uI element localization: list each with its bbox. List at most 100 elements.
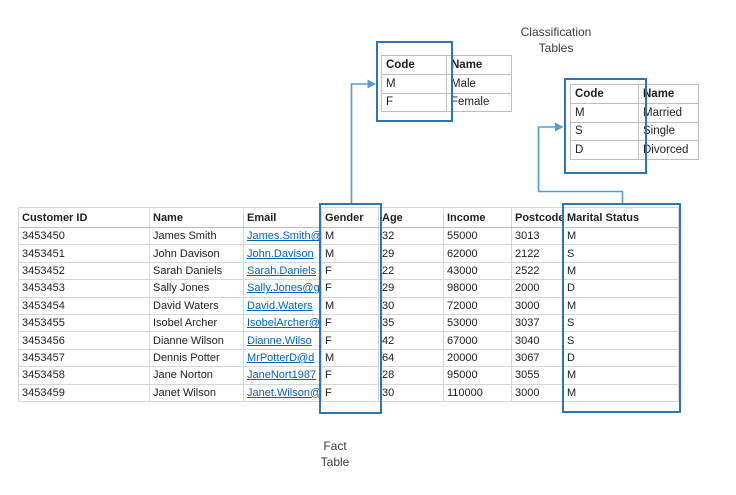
email-link[interactable]: Janet.Wilson@ bbox=[247, 386, 322, 399]
table-cell: 43000 bbox=[443, 261, 512, 281]
column-header: Code bbox=[381, 55, 447, 75]
column-header: Name bbox=[149, 207, 244, 228]
column-header: Code bbox=[570, 84, 639, 104]
fact-gender-column-callout bbox=[319, 203, 382, 414]
table-cell: 35 bbox=[378, 313, 444, 333]
table-cell: Jane Norton bbox=[149, 366, 244, 385]
table-cell: 95000 bbox=[443, 366, 512, 385]
column-header: Name bbox=[446, 55, 512, 75]
table-cell: 3453459 bbox=[18, 383, 150, 402]
table-cell: 28 bbox=[378, 366, 444, 385]
table-cell: 3453456 bbox=[18, 331, 150, 350]
marital-arrowhead-icon bbox=[555, 122, 564, 132]
table-cell: 2522 bbox=[511, 261, 564, 281]
table-cell: Sarah Daniels bbox=[149, 261, 244, 281]
table-cell: 72000 bbox=[443, 296, 512, 315]
email-link[interactable]: MrPotterD@d bbox=[247, 351, 315, 364]
column-header: Customer ID bbox=[18, 207, 150, 228]
table-cell: F bbox=[321, 383, 379, 402]
table-cell: Married bbox=[638, 103, 699, 123]
table-cell: 22 bbox=[378, 261, 444, 281]
table-cell: F bbox=[381, 92, 447, 112]
table-cell: Dennis Potter bbox=[149, 348, 244, 368]
table-cell: 67000 bbox=[443, 331, 512, 350]
email-cell: Sally.Jones@g bbox=[243, 279, 322, 298]
table-cell: 30 bbox=[378, 296, 444, 315]
fact-marital-status-column-callout bbox=[562, 203, 681, 413]
email-cell: Janet.Wilson@ bbox=[243, 383, 322, 402]
table-cell: Isobel Archer bbox=[149, 313, 244, 333]
table-cell: 3000 bbox=[511, 296, 564, 315]
email-link[interactable]: John.Davison bbox=[247, 247, 314, 260]
table-cell: 53000 bbox=[443, 313, 512, 333]
table-cell: Male bbox=[446, 74, 512, 94]
table-cell: 3453453 bbox=[18, 279, 150, 298]
column-header: Name bbox=[638, 84, 699, 104]
fact-label-line2: Table bbox=[320, 455, 350, 469]
table-cell: 3067 bbox=[511, 348, 564, 368]
classification-tables-label: Classification Tables bbox=[496, 24, 616, 56]
table-cell: Single bbox=[638, 121, 699, 141]
table-cell: 62000 bbox=[443, 244, 512, 263]
table-cell: Dianne Wilson bbox=[149, 331, 244, 350]
gender-arrowhead-icon bbox=[367, 79, 376, 89]
table-cell: 3453451 bbox=[18, 244, 150, 263]
email-cell: David.Waters bbox=[243, 296, 322, 315]
email-cell: Dianne.Wilso bbox=[243, 331, 322, 350]
email-cell: JaneNort1987 bbox=[243, 366, 322, 385]
email-link[interactable]: David.Waters bbox=[247, 299, 313, 312]
column-header: Email bbox=[243, 207, 322, 228]
table-cell: 55000 bbox=[443, 226, 512, 246]
email-link[interactable]: Sarah.Daniels bbox=[247, 264, 317, 277]
table-cell: 3453452 bbox=[18, 261, 150, 281]
email-cell: IsobelArcher@ bbox=[243, 313, 322, 333]
table-cell: Female bbox=[446, 92, 512, 112]
column-header: Age bbox=[378, 207, 444, 228]
table-cell: 3000 bbox=[511, 383, 564, 402]
table-cell: 3453454 bbox=[18, 296, 150, 315]
marital-code-column-callout bbox=[564, 78, 647, 174]
table-cell: M bbox=[563, 383, 679, 402]
email-link[interactable]: IsobelArcher@ bbox=[247, 317, 320, 330]
email-link[interactable]: Dianne.Wilso bbox=[247, 334, 312, 347]
gender-code-column-callout bbox=[376, 41, 453, 122]
table-cell: 29 bbox=[378, 279, 444, 298]
column-header: Postcode bbox=[511, 207, 564, 228]
email-link[interactable]: JaneNort1987 bbox=[247, 369, 317, 382]
table-cell: 29 bbox=[378, 244, 444, 263]
table-cell: 3013 bbox=[511, 226, 564, 246]
table-cell: David Waters bbox=[149, 296, 244, 315]
table-cell: 20000 bbox=[443, 348, 512, 368]
fact-label-line1: Fact bbox=[323, 439, 347, 453]
column-header: Income bbox=[443, 207, 512, 228]
table-cell: James Smith bbox=[149, 226, 244, 246]
table-cell: 32 bbox=[378, 226, 444, 246]
table-cell: 3040 bbox=[511, 331, 564, 350]
table-cell: Sally Jones bbox=[149, 279, 244, 298]
table-cell: 64 bbox=[378, 348, 444, 368]
email-link[interactable]: James.Smith@ bbox=[247, 230, 322, 243]
table-cell: John Davison bbox=[149, 244, 244, 263]
table-cell: 110000 bbox=[443, 383, 512, 402]
email-link[interactable]: Sally.Jones@g bbox=[247, 282, 320, 295]
email-cell: Sarah.Daniels bbox=[243, 261, 322, 281]
table-cell: 3453455 bbox=[18, 313, 150, 333]
table-cell: 3037 bbox=[511, 313, 564, 333]
table-cell: 2000 bbox=[511, 279, 564, 298]
table-cell: 42 bbox=[378, 331, 444, 350]
table-cell: 3055 bbox=[511, 366, 564, 385]
fact-table-label: Fact Table bbox=[285, 438, 385, 470]
classification-label-line1: Classification bbox=[520, 25, 592, 39]
classification-label-line2: Tables bbox=[538, 41, 574, 55]
